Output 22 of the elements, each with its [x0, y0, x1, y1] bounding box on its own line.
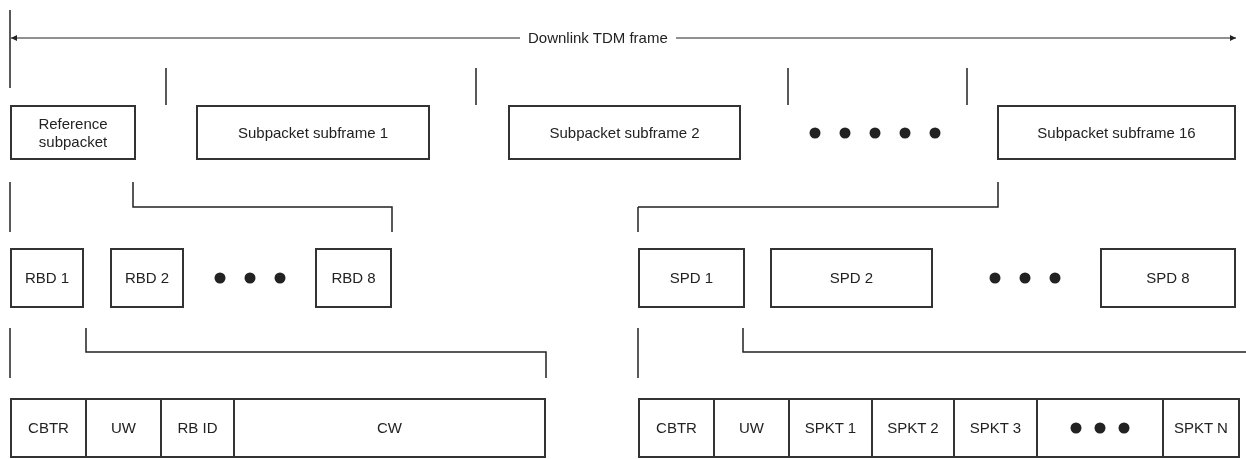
- frame-block: RBD 2: [110, 248, 184, 308]
- frame-block: Reference subpacket: [10, 105, 136, 160]
- frame-field-cell: SPKT 3: [953, 398, 1038, 458]
- frame-field-cell: SPKT N: [1162, 398, 1240, 458]
- frame-block: SPD 8: [1100, 248, 1236, 308]
- frame-block: RBD 1: [10, 248, 84, 308]
- dimension-label: Downlink TDM frame: [520, 29, 676, 46]
- frame-block: Subpacket subframe 16: [997, 105, 1236, 160]
- frame-field-cell: UW: [85, 398, 162, 458]
- frame-block: Subpacket subframe 1: [196, 105, 430, 160]
- frame-field-cell: CW: [233, 398, 546, 458]
- frame-field-cell: RB ID: [160, 398, 235, 458]
- frame-field-cell: UW: [713, 398, 790, 458]
- frame-field-cell: SPKT 2: [871, 398, 955, 458]
- frame-block: SPD 2: [770, 248, 933, 308]
- frame-field-cell: [1036, 398, 1164, 458]
- frame-block: SPD 1: [638, 248, 745, 308]
- frame-block: RBD 8: [315, 248, 392, 308]
- frame-block: Subpacket subframe 2: [508, 105, 741, 160]
- frame-field-cell: CBTR: [10, 398, 87, 458]
- frame-field-cell: CBTR: [638, 398, 715, 458]
- frame-field-cell: SPKT 1: [788, 398, 873, 458]
